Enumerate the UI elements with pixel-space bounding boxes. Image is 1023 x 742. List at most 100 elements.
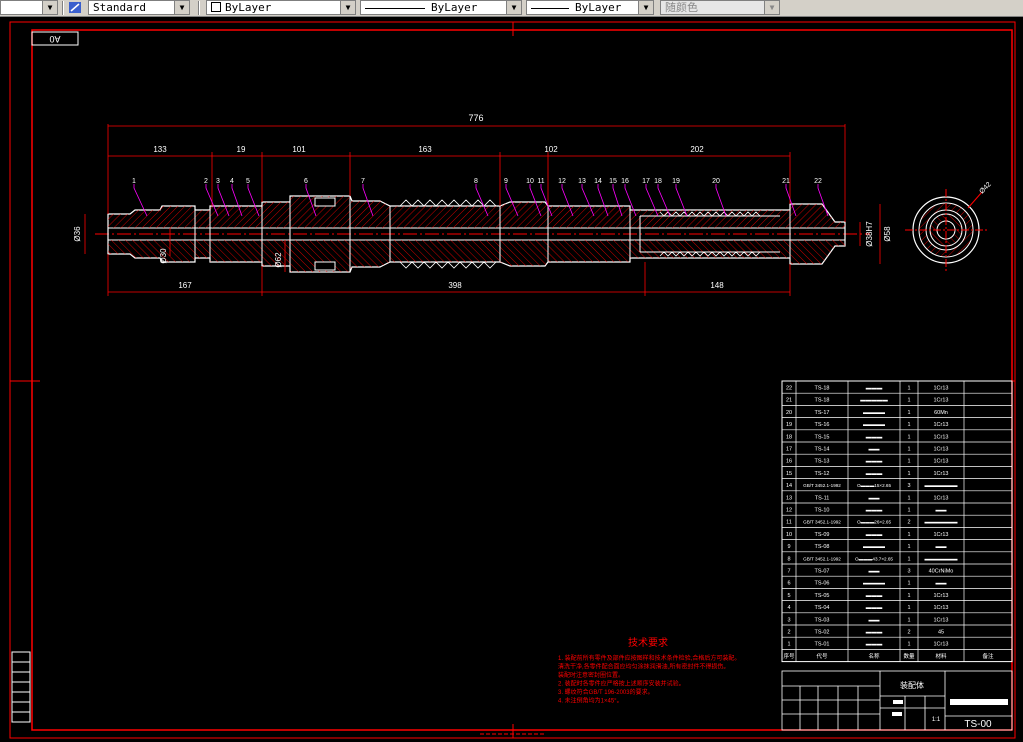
balloon-leader [624, 184, 637, 217]
bom-header-cell: 名称 [868, 652, 880, 660]
bom-cell: 3 [787, 617, 790, 623]
balloon-leader [247, 184, 260, 217]
bom-cell: 1Cr13 [934, 617, 949, 623]
bom-cell: 1 [907, 556, 910, 562]
bom-cell: TS-01 [815, 642, 830, 648]
bom-cell: 1Cr13 [934, 422, 949, 428]
bom-header-cell: 代号 [816, 652, 828, 660]
balloon-leader [231, 184, 243, 217]
bom-cell: 1Cr13 [934, 434, 949, 440]
bom-cell: 3 [907, 483, 910, 489]
bom-cell: TS-03 [815, 617, 830, 623]
balloon-leader [217, 184, 230, 217]
text-style-icon[interactable] [68, 1, 82, 14]
bom-header-cell: 材料 [935, 652, 947, 660]
balloon-leader [785, 184, 797, 217]
lineweight-combo[interactable]: ByLayer ▼ [526, 0, 654, 15]
bom-cell: ▬▬▬ [866, 508, 883, 514]
tech-req-title: 技术要求 [628, 636, 668, 649]
layer-color-combo[interactable]: ByLayer ▼ [206, 0, 356, 15]
bom-cell: 1Cr13 [934, 471, 949, 477]
properties-toolbar: ▼ Standard ▼ ByLayer ▼ ByLayer ▼ ByLayer… [0, 0, 1023, 17]
bom-cell: TS-11 [815, 495, 830, 501]
tech-req-line: 清洗干净,各零件配合面应均匀涂抹润滑油,所有密封件不得损伤。 [558, 663, 729, 671]
bom-header-cell: 备注 [982, 652, 994, 660]
bom-cell: ▬▬▬▬ [863, 544, 886, 550]
balloon-number: 15 [609, 178, 617, 185]
toolbar-separator [198, 1, 200, 15]
bom-cell: 1 [907, 508, 910, 514]
balloon-leader [305, 184, 317, 217]
drawing-canvas[interactable]: A0 [0, 16, 1023, 742]
tech-req-line: 2. 装配时各零件应严格按上述顺序安装并试验。 [558, 680, 685, 688]
bom-cell: 10 [786, 532, 792, 538]
balloon-number: 13 [578, 178, 586, 185]
bom-cell: 1Cr13 [934, 398, 949, 404]
balloon-number: 12 [558, 178, 566, 185]
balloon-number: 11 [537, 178, 544, 185]
bom-cell: TS-15 [815, 434, 830, 440]
balloon-leader [205, 184, 219, 217]
bom-cell: 1Cr13 [934, 605, 949, 611]
spring [659, 211, 761, 257]
bom-cell: ▬▬▬▬▬ [860, 398, 888, 404]
bom-cell: 1 [907, 422, 910, 428]
bom-cell: ▬▬▬ [866, 630, 883, 636]
bom-cell: ▬▬ [936, 544, 948, 550]
bom-cell: ▬▬ [869, 569, 881, 575]
tech-req-line: 装配时注意密封圈位置。 [558, 671, 624, 679]
bom-cell: 2 [907, 630, 910, 636]
bom-cell: 40CrNiMo [929, 569, 954, 575]
chevron-down-icon: ▼ [764, 1, 779, 14]
color-combo[interactable]: ▼ [0, 0, 58, 15]
bom-cell: 5 [787, 593, 790, 599]
layer-color-value: ByLayer [225, 1, 272, 14]
dim-overall: 776 [468, 113, 483, 123]
plot-style-value: 随颜色 [665, 1, 698, 14]
balloon-leader [561, 184, 574, 217]
dim-seg-2: 19 [237, 145, 246, 154]
bom-cell: TS-06 [815, 581, 830, 587]
bom-cell: O▬▬▬15×2.65 [857, 483, 892, 488]
balloon-number: 14 [594, 178, 602, 185]
bom-cell: TS-16 [815, 422, 830, 428]
bom-cell: O▬▬▬26×2.65 [857, 520, 892, 525]
bom-cell: 14 [786, 483, 792, 489]
balloon-leader [505, 184, 519, 217]
sheet-size-box [31, 31, 79, 46]
bom-cell: 4 [787, 605, 790, 611]
bom-cell: 1 [787, 642, 790, 648]
dim-seg-1: 133 [153, 145, 167, 154]
bom-cell: 1Cr13 [934, 386, 949, 392]
bom-cell: O▬▬▬43.7×2.65 [855, 556, 893, 561]
bom-cell: TS-04 [815, 605, 830, 611]
balloon-number: 10 [526, 178, 534, 185]
bom-cell: 1 [907, 544, 910, 550]
bom-cell: 1 [907, 398, 910, 404]
bom-cell: 1Cr13 [934, 642, 949, 648]
bom-cell: ▬▬ [869, 447, 881, 453]
bom-cell: 1 [907, 581, 910, 587]
bom-cell: GB/T 3452.1-1992 [803, 520, 841, 525]
bom-cell: ▬▬▬ [866, 434, 883, 440]
bom-cell: TS-12 [815, 471, 830, 477]
text-style-combo[interactable]: Standard ▼ [88, 0, 190, 15]
tech-req-line: 4. 未注倒角均为1×45°。 [558, 697, 623, 705]
bom-cell: TS-10 [815, 508, 830, 514]
bom-cell: 1Cr13 [934, 495, 949, 501]
bom-cell: ▬▬▬ [866, 471, 883, 477]
dim-left-outer: Ø36 [73, 226, 82, 242]
balloon-leader [657, 184, 671, 217]
bom-cell: ▬▬▬ [866, 642, 883, 648]
bom-cell: 17 [786, 447, 792, 453]
bom-cell: ▬▬ [936, 581, 948, 587]
linetype-combo[interactable]: ByLayer ▼ [360, 0, 522, 15]
hatch-section-top [108, 196, 845, 228]
chevron-down-icon: ▼ [506, 1, 521, 14]
balloon-number: 21 [782, 178, 790, 185]
bom-cell: ▬▬▬▬ [863, 410, 886, 416]
plot-style-combo[interactable]: 随颜色 ▼ [660, 0, 780, 15]
balloon-leader [540, 184, 553, 217]
balloon-leader [645, 184, 659, 217]
